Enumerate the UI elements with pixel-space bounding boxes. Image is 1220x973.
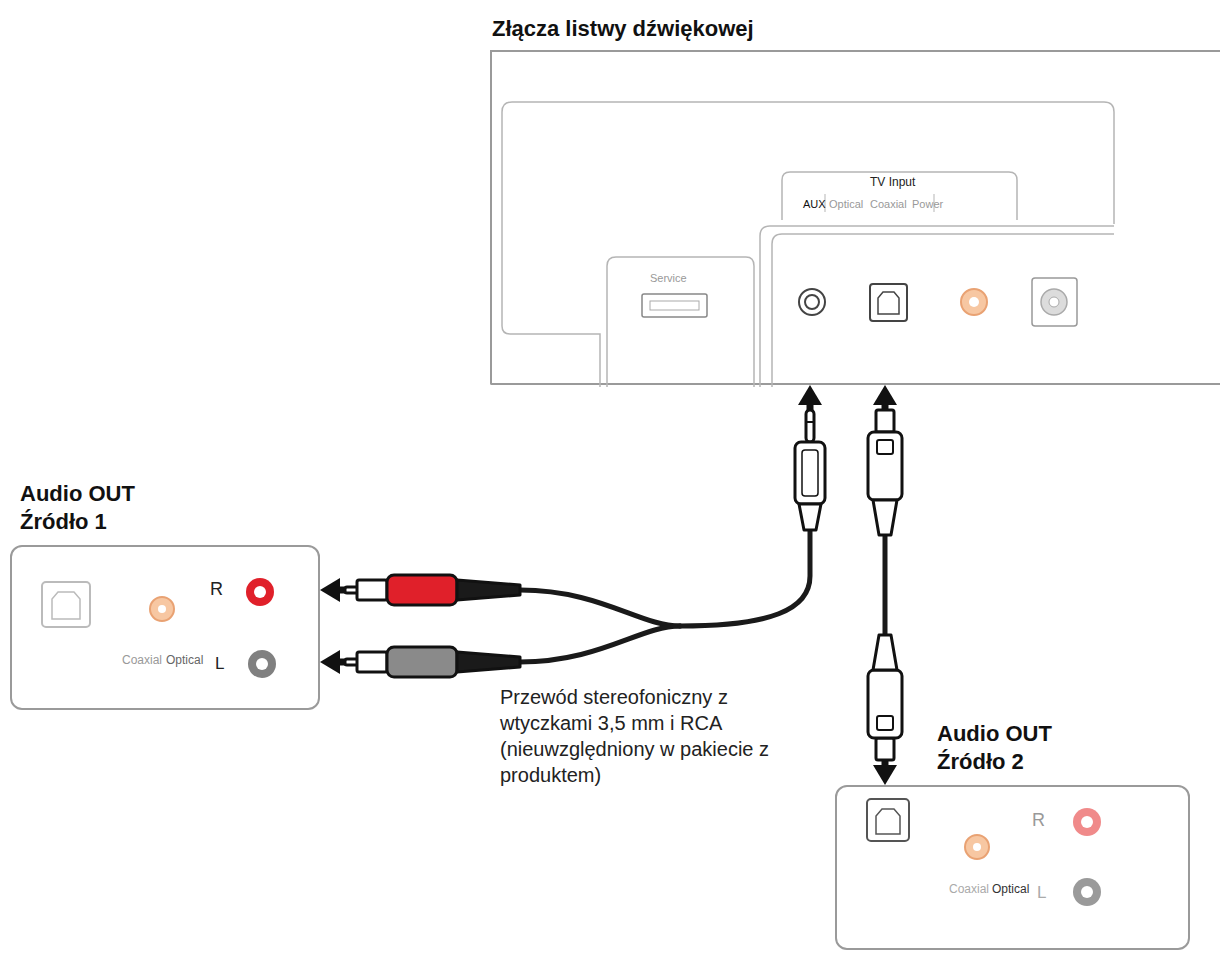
device-illustration xyxy=(837,787,1188,948)
drawing-path xyxy=(873,500,897,535)
drawing-circle xyxy=(158,605,166,613)
drawing-path xyxy=(782,172,1017,220)
drawing-polygon xyxy=(873,765,897,785)
port-label: Optical xyxy=(829,198,863,210)
device-heading: Audio OUT Źródło 2 xyxy=(937,720,1087,777)
drawing-rect xyxy=(802,450,818,496)
drawing-rect xyxy=(650,301,699,310)
drawing-path xyxy=(607,257,754,387)
drawing-path xyxy=(680,525,810,626)
drawing-circle xyxy=(150,597,174,621)
channel-label: L xyxy=(215,655,224,674)
drawing-circle xyxy=(246,578,274,606)
drawing-path xyxy=(52,592,80,619)
drawing-rect xyxy=(876,738,894,760)
drawing-circle xyxy=(965,835,989,859)
drawing-circle xyxy=(256,658,268,670)
device-heading: Złącza listwy dźwiękowej xyxy=(492,15,754,44)
drawing-g xyxy=(795,410,825,530)
drawing-rect xyxy=(870,284,907,321)
drawing-circle xyxy=(254,586,266,598)
device-heading: Audio OUT Źródło 1 xyxy=(20,480,170,537)
drawing-g xyxy=(868,410,902,535)
device-illustration xyxy=(12,547,318,708)
cable-label: Przewód stereofoniczny z wtyczkami 3,5 m… xyxy=(500,684,790,788)
drawing-circle xyxy=(805,295,819,309)
drawing-rect xyxy=(868,432,902,500)
port-label: AUX xyxy=(803,198,826,210)
drawing-circle xyxy=(1081,886,1093,898)
port-label: Coaxial xyxy=(870,198,907,210)
drawing-polygon xyxy=(873,385,897,405)
drawing-rect xyxy=(642,294,707,317)
drawing-circle xyxy=(248,650,276,678)
channel-label: L xyxy=(1037,884,1046,903)
drawing-rect xyxy=(357,580,387,600)
drawing-polygon xyxy=(320,650,340,674)
drawing-circle xyxy=(1081,816,1093,828)
drawing-path xyxy=(457,580,520,600)
drawing-polygon xyxy=(320,578,340,602)
drawing-rect xyxy=(357,652,387,672)
drawing-circle xyxy=(973,843,981,851)
drawing-rect xyxy=(877,716,893,730)
port-label: Service xyxy=(650,272,687,284)
cable-connector xyxy=(868,385,902,785)
drawing-g xyxy=(345,647,520,677)
drawing-g xyxy=(345,575,520,605)
drawing-rect xyxy=(868,670,902,738)
device-illustration xyxy=(492,52,1220,383)
drawing-path xyxy=(520,590,680,626)
drawing-g xyxy=(868,635,902,760)
drawing-circle xyxy=(1073,878,1101,906)
drawing-rect xyxy=(387,575,457,605)
drawing-rect xyxy=(42,582,90,627)
drawing-path xyxy=(502,112,600,387)
drawing-path xyxy=(772,234,1114,387)
drawing-path xyxy=(876,809,900,834)
port-label: Power xyxy=(912,198,943,210)
port-label: Optical xyxy=(166,654,203,667)
port-group-label: TV Input xyxy=(870,176,915,189)
drawing-rect xyxy=(1032,278,1077,326)
drawing-rect xyxy=(795,442,825,504)
drawing-circle xyxy=(969,297,979,307)
source-device: Audio OUT Źródło 1RCoaxialOpticalL xyxy=(10,545,320,710)
drawing-path xyxy=(457,652,520,672)
channel-label: R xyxy=(210,580,223,600)
channel-label: R xyxy=(1032,811,1045,831)
drawing-rect xyxy=(877,440,893,454)
drawing-path xyxy=(873,635,897,670)
drawing-path xyxy=(878,292,899,314)
drawing-path xyxy=(520,626,680,662)
soundbar-panel: Złącza listwy dźwiękowejTV InputAUXOptic… xyxy=(490,50,1220,385)
drawing-circle xyxy=(799,289,825,315)
drawing-path xyxy=(760,226,1114,387)
drawing-rect xyxy=(876,410,894,432)
drawing-rect xyxy=(867,799,909,841)
port-label: Coaxial xyxy=(122,654,162,667)
drawing-line xyxy=(806,421,814,423)
drawing-circle xyxy=(1073,808,1101,836)
drawing-circle xyxy=(1049,297,1059,307)
drawing-path xyxy=(502,102,1114,224)
drawing-line xyxy=(883,535,888,635)
drawing-path xyxy=(799,504,821,530)
drawing-polygon xyxy=(798,385,822,405)
source-device: Audio OUT Źródło 2RCoaxialOpticalL xyxy=(835,785,1190,950)
drawing-rect xyxy=(806,410,814,442)
port-label: Optical xyxy=(992,883,1029,896)
cable-connector xyxy=(320,385,825,677)
drawing-circle xyxy=(961,289,987,315)
port-label: Coaxial xyxy=(949,883,989,896)
drawing-rect xyxy=(387,647,457,677)
drawing-circle xyxy=(1041,289,1067,315)
